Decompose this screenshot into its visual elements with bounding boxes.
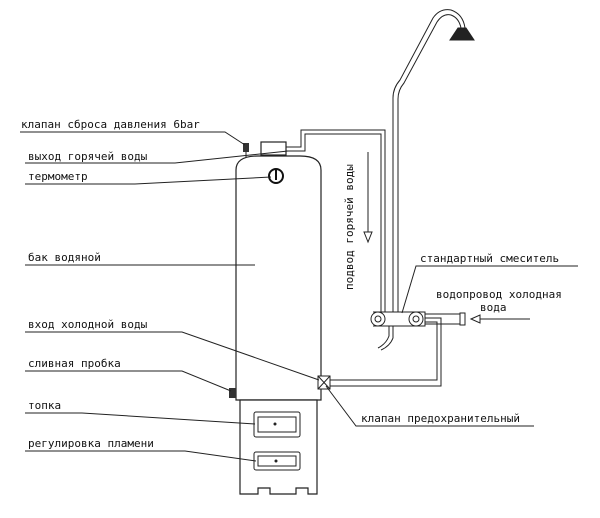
leader-lines xyxy=(20,131,578,462)
labels: клапан сброса давления 6bar выход горяче… xyxy=(21,118,568,450)
cold-pipe-inner xyxy=(321,317,442,387)
cold-pipe-outer xyxy=(321,321,438,381)
cold-flow-arrow-head xyxy=(469,314,481,324)
hot-pipe-outer xyxy=(286,129,386,312)
tank-body xyxy=(235,155,322,401)
hot-flow-arrow-head xyxy=(363,231,373,244)
piping xyxy=(286,9,530,390)
mixer-right-valve xyxy=(408,311,424,327)
label-thermometer: термометр xyxy=(28,170,88,183)
label-safety-valve: клапан предохранительный xyxy=(361,412,520,425)
leader-thermometer xyxy=(25,176,272,185)
hot-pipe-inner xyxy=(286,133,382,312)
leader-cold-in xyxy=(25,331,320,381)
flame-regulator-inner xyxy=(257,455,297,467)
leader-drain xyxy=(25,370,232,392)
mixer-body xyxy=(373,311,426,327)
label-tank: бак водяной xyxy=(28,251,101,264)
label-hot-supply: подвод горячей воды xyxy=(343,164,356,290)
label-hot-out: выход горячей воды xyxy=(28,150,148,163)
mixer-left-valve xyxy=(370,311,386,327)
label-cold-in: вход холодной воды xyxy=(28,318,148,331)
cold-main-fitting xyxy=(459,312,466,326)
water-heater xyxy=(229,141,322,495)
leader-relief-valve xyxy=(20,131,246,146)
leader-firebox xyxy=(25,412,256,425)
leader-mixer xyxy=(401,265,578,314)
shower-riser-outer xyxy=(392,9,466,312)
mixer-right-valve-inner xyxy=(412,315,420,323)
safety-valve-cross-b xyxy=(317,375,331,390)
leader-safety-valve xyxy=(325,385,534,427)
shower-riser-inner xyxy=(397,14,462,312)
leader-flame xyxy=(25,450,257,462)
mixer-left-valve-inner xyxy=(374,315,382,323)
label-flame: регулировка пламени xyxy=(28,437,154,450)
label-cold-main: водопровод холодная вода xyxy=(436,288,568,314)
cold-main-pipe xyxy=(425,313,462,325)
label-mixer: стандартный смеситель xyxy=(420,252,559,265)
firebox-door-inner xyxy=(257,416,297,433)
mixer-spout-inner xyxy=(380,326,394,351)
label-drain: сливная пробка xyxy=(28,357,121,370)
leader-hot-out xyxy=(25,150,289,164)
label-relief-valve: клапан сброса давления 6bar xyxy=(21,118,200,131)
label-firebox: топка xyxy=(28,399,61,412)
flame-regulator-knob xyxy=(274,459,278,463)
mixer-spout xyxy=(377,326,390,349)
firebox-door xyxy=(253,411,301,438)
drain-plug-icon xyxy=(229,388,236,398)
relief-valve-icon xyxy=(243,143,249,152)
firebox-handle xyxy=(273,422,277,426)
shower-head-fill xyxy=(450,28,474,40)
heater-base xyxy=(239,399,318,495)
